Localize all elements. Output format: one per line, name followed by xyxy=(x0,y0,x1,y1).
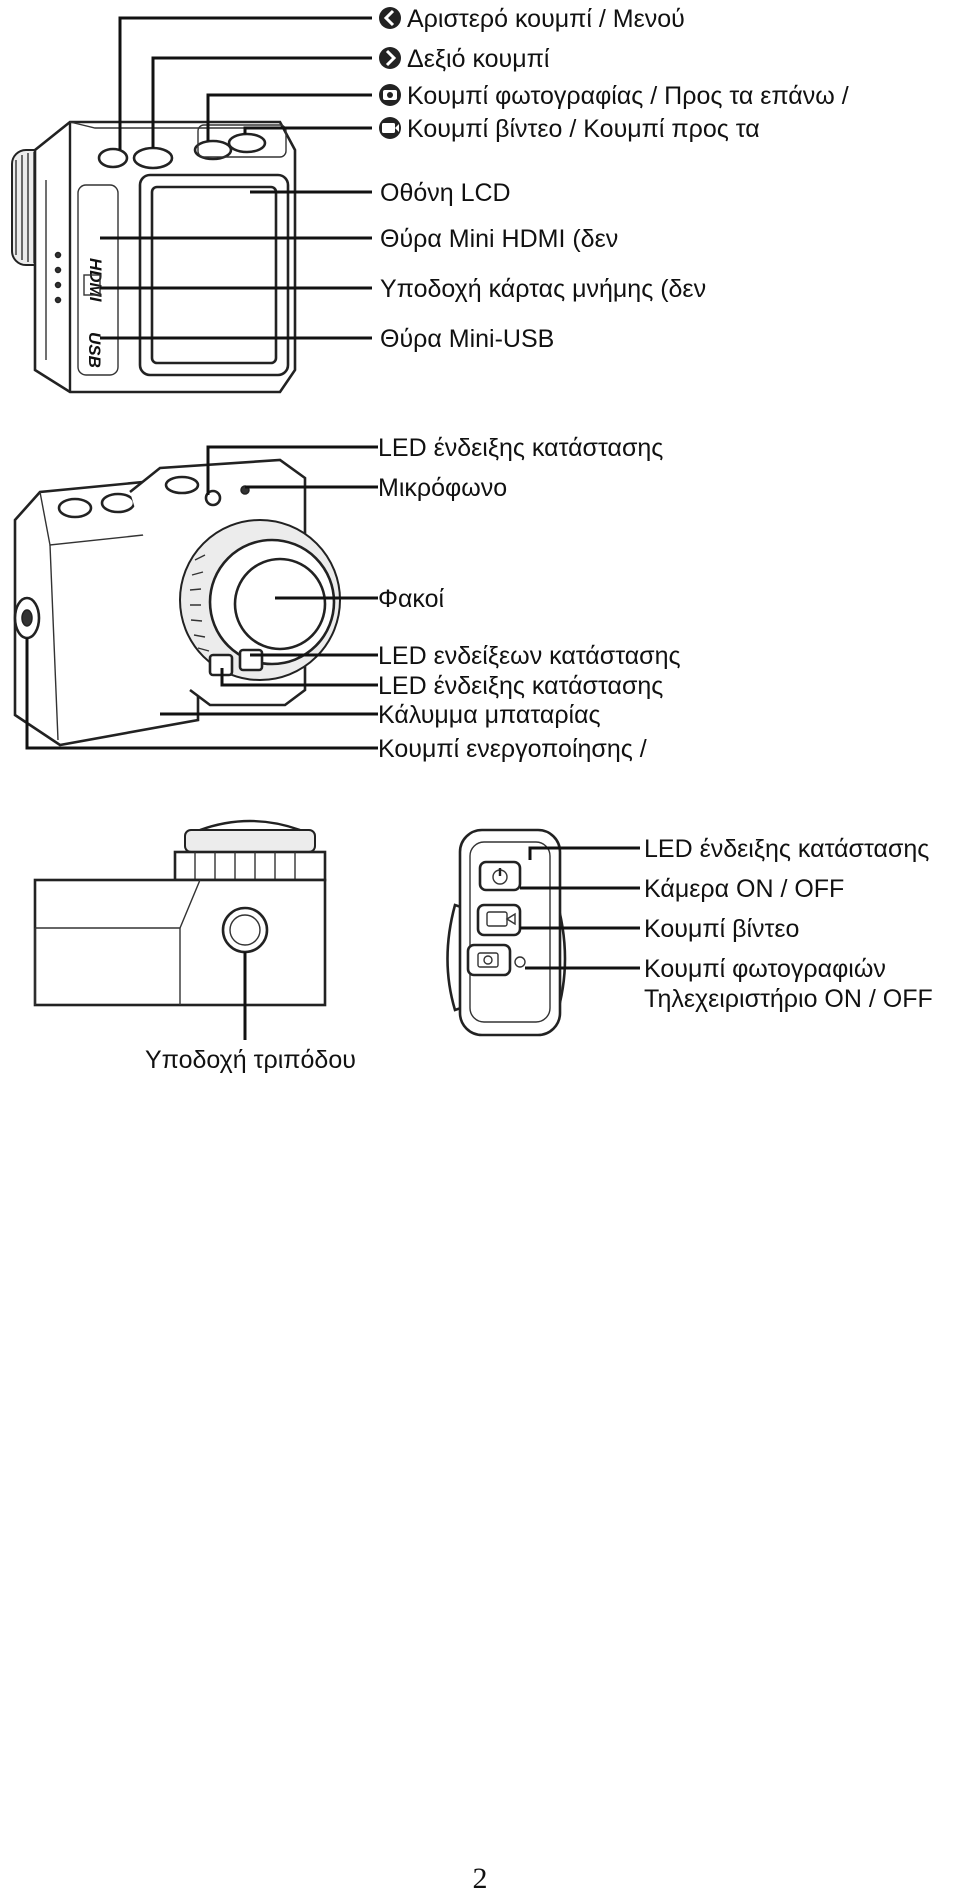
card-slot xyxy=(83,274,101,296)
camera-icon xyxy=(379,84,401,106)
label-lcd-screen: Οθόνη LCD xyxy=(380,179,511,207)
remote-video-button xyxy=(476,903,522,937)
front-led-right xyxy=(238,648,264,672)
label-video-down-button: Κουμπί βίντεο / Κουμπί προς τα xyxy=(407,115,760,143)
camera-bottom-diagram: Υποδοχή τριπόδου xyxy=(33,819,356,1074)
label-remote-on-off: Τηλεχειριστήριο ON / OFF xyxy=(644,985,933,1013)
hdmi-port-label: HDMI xyxy=(86,258,105,303)
chevron-left-icon xyxy=(379,7,401,29)
label-mini-usb: Θύρα Mini-USB xyxy=(380,325,554,353)
remote-led xyxy=(514,956,526,968)
label-lens: Φακοί xyxy=(378,585,444,613)
label-remote-video-button: Κουμπί βίντεο xyxy=(644,915,799,943)
label-status-leds: LED ενδείξεων κατάστασης xyxy=(378,642,681,670)
label-photo-up-button: Κουμπί φωτογραφίας / Προς τα επάνω / xyxy=(407,82,849,110)
label-right-button: Δεξιό κουμπί xyxy=(407,45,550,73)
top-buttons xyxy=(97,124,287,170)
side-port-panel xyxy=(77,184,119,376)
back-pointer-lines xyxy=(100,16,372,340)
chevron-right-icon xyxy=(379,47,401,69)
label-battery-cover: Κάλυμμα μπαταρίας xyxy=(378,701,601,729)
label-mini-hdmi: Θύρα Mini HDMI (δεν xyxy=(380,225,618,253)
camera-front-diagram: LED ένδειξης κατάστασης Μικρόφωνο Φακοί … xyxy=(13,434,681,763)
label-status-led-front: LED ένδειξης κατάστασης xyxy=(378,672,663,700)
side-leds xyxy=(54,251,62,304)
camera-back-diagram: HDMI USB xyxy=(11,5,849,394)
label-camera-on-off: Κάμερα ON / OFF xyxy=(644,875,844,903)
lcd-screen xyxy=(150,185,278,365)
label-left-menu-button: Αριστερό κουμπί / Μενού xyxy=(407,5,685,33)
remote-photo-button xyxy=(466,943,512,977)
label-tripod-mount: Υποδοχή τριπόδου xyxy=(145,1046,356,1074)
front-pointer-lines xyxy=(25,445,378,750)
label-card-slot: Υποδοχή κάρτας μνήμης (δεν xyxy=(380,275,706,303)
label-microphone: Μικρόφωνο xyxy=(378,474,507,502)
remote-control-diagram: LED ένδειξης κατάστασης Κάμερα ON / OFF … xyxy=(446,828,933,1037)
label-remote-photo-button: Κουμπί φωτογραφιών xyxy=(644,955,886,983)
lens-assembly xyxy=(179,519,341,681)
label-status-led-top: LED ένδειξης κατάστασης xyxy=(378,434,663,462)
label-remote-status-led: LED ένδειξης κατάστασης xyxy=(644,835,929,863)
video-icon xyxy=(379,117,401,139)
remote-pointer-lines xyxy=(520,846,640,970)
label-power-button: Κουμπί ενεργοποίησης / xyxy=(378,735,647,763)
page-number: 2 xyxy=(472,1862,488,1895)
usb-port-label: USB xyxy=(85,332,104,368)
